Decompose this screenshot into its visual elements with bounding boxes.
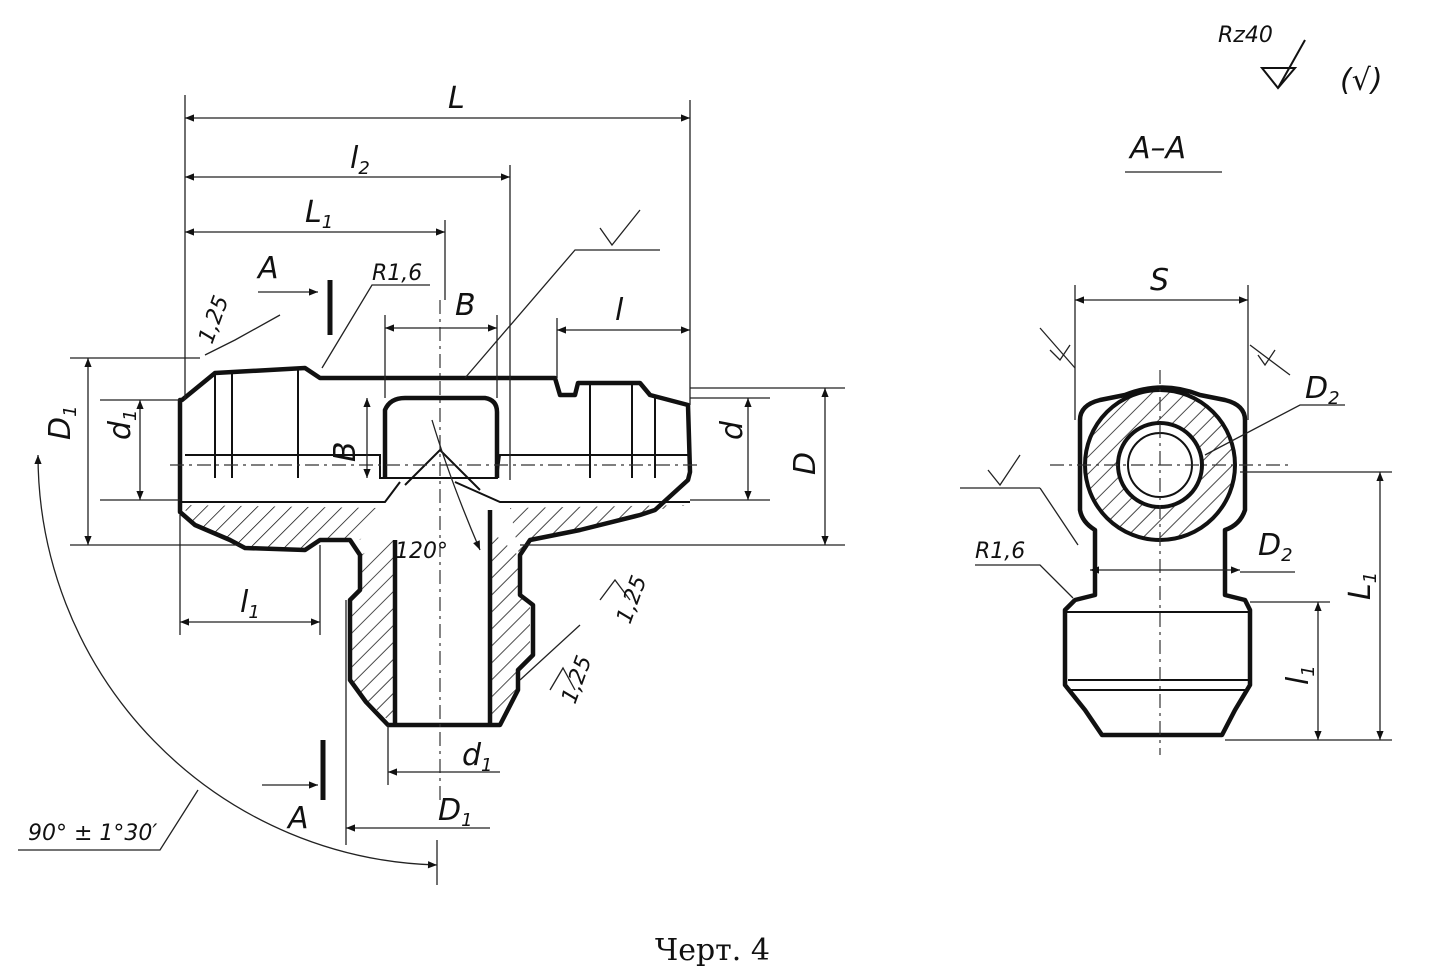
- dim-B-top: B: [455, 288, 476, 323]
- section-title: A–A: [1128, 131, 1186, 166]
- inner-chamber: [382, 395, 500, 478]
- section-view: A–A Rz40 (√) S D2: [960, 23, 1392, 755]
- roughness-symbol: Rz40: [1218, 23, 1273, 48]
- chamfer-label-top-left: 1,25: [194, 292, 234, 347]
- section-mark-a-bottom: A: [286, 801, 309, 836]
- dim-D1-bottom: D1: [438, 793, 473, 831]
- angle-120: 120°: [395, 539, 448, 564]
- main-view: L l2 L1 A R1,6 B B l d: [18, 81, 845, 885]
- dim-D2-top: D2: [1305, 371, 1340, 409]
- dim-L: L: [448, 81, 465, 116]
- section-mark-a-top: A: [256, 251, 279, 286]
- dim-D: D: [788, 452, 823, 475]
- section-body-outline: [1062, 385, 1253, 738]
- hatch-stem-right: [490, 530, 530, 720]
- dim-D1-left: D1: [43, 405, 81, 440]
- dim-l2: l2: [350, 141, 370, 179]
- chamfer-label-lower: 1,25: [557, 652, 597, 707]
- dim-B-vertical: B: [328, 441, 363, 462]
- dim-L1-right: L1: [1343, 572, 1381, 600]
- dim-S: S: [1150, 263, 1169, 298]
- figure-caption: Черт. 4: [655, 933, 770, 968]
- dim-d1-left: d1: [103, 410, 141, 441]
- dim-l1-left: l1: [240, 585, 260, 623]
- chamfer-label-right: 1,25: [612, 572, 652, 627]
- inner-bore: [185, 454, 690, 479]
- dim-D2-mid: D2: [1258, 528, 1293, 566]
- dim-d: d: [715, 420, 750, 440]
- dim-l: l: [615, 293, 624, 328]
- dim-L1-top: L1: [305, 195, 333, 233]
- radius-label-left: R1,6: [372, 261, 422, 286]
- angle-90-label: 90° ± 1°30′: [28, 821, 157, 846]
- dim-l1-right: l1: [1281, 665, 1319, 685]
- roughness-parenthetical: (√): [1340, 63, 1383, 98]
- hatch-right: [510, 505, 688, 560]
- dim-d1-bottom: d1: [462, 738, 493, 776]
- radius-label-right: R1,6: [975, 539, 1025, 564]
